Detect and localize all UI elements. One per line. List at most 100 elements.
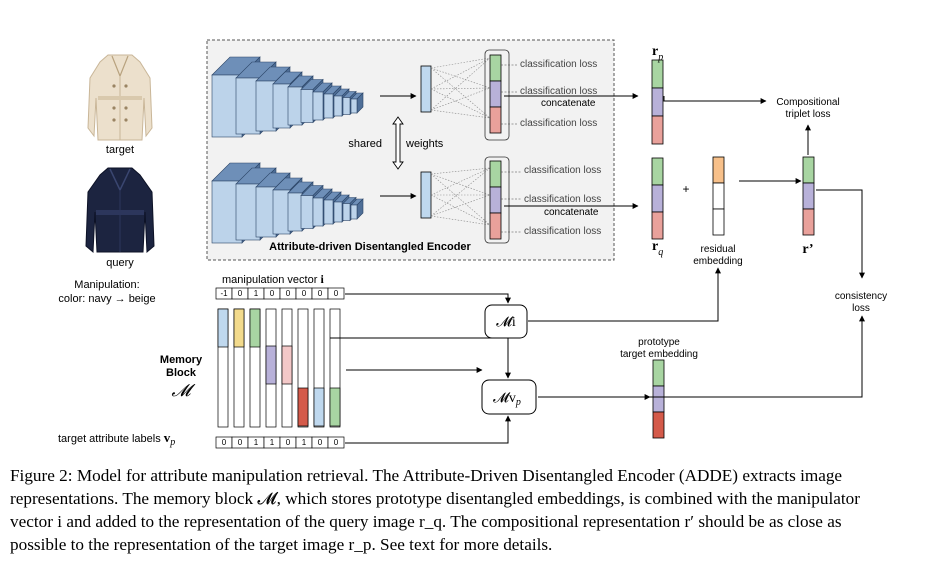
cnn-bottom-network xyxy=(211,162,364,244)
encoder-embedding-top-segment xyxy=(489,106,502,134)
manipulation-vector-value: 1 xyxy=(254,289,259,298)
manipulation-vector-value: -1 xyxy=(220,289,228,298)
encoder-embedding-top-segment xyxy=(489,80,502,108)
fc-connection-line xyxy=(430,109,491,119)
target-attribute-vector-value: 1 xyxy=(302,438,307,447)
target-attribute-vector-value: 0 xyxy=(238,438,243,447)
memory-prototype-cell xyxy=(233,308,245,348)
memory-block-symbol: 𝓜 xyxy=(171,381,195,400)
manipulation-title: Manipulation: xyxy=(74,279,139,291)
encoder-embedding-bottom-segment xyxy=(489,160,502,188)
feature-vector-bottom xyxy=(420,171,432,219)
cnn-layer-front-face xyxy=(312,197,324,227)
cnn-layer-front-face xyxy=(323,199,334,225)
memory-prototype-cell xyxy=(265,345,277,385)
manipulation-vector-value: 0 xyxy=(270,289,275,298)
memory-block-title-2: Block xyxy=(166,367,197,379)
target-attribute-vector-value: 0 xyxy=(318,438,323,447)
residual-segment xyxy=(712,156,725,184)
rq-label: rq xyxy=(652,239,663,258)
target-attribute-vector-cell xyxy=(327,436,345,449)
rp-segment xyxy=(651,87,664,117)
fc-connection-line xyxy=(430,67,491,89)
encoder-embedding-bottom-segment xyxy=(489,186,502,214)
cnn-top-network xyxy=(211,56,364,138)
memory-prototype-cell xyxy=(217,308,229,348)
target-attribute-vector-value: 0 xyxy=(334,438,339,447)
residual-embedding xyxy=(712,156,725,236)
mvp-operation-label: 𝓜vp xyxy=(493,391,521,408)
classification-loss-label: classification loss xyxy=(524,194,601,205)
manipulation-vector-value: 0 xyxy=(286,289,291,298)
rp-label: rp xyxy=(652,44,663,63)
mvp-operation-box xyxy=(481,379,537,415)
fc-connection-line xyxy=(430,67,491,119)
consistency-loss-label-2: loss xyxy=(852,303,870,314)
memory-prototype-cell xyxy=(297,387,309,427)
prototype-label-2: target embedding xyxy=(620,349,698,360)
target-attribute-labels-text: target attribute labels vp xyxy=(58,430,175,448)
caption-line-3: vector i and added to the representation… xyxy=(10,512,842,531)
target-attribute-vector-value: 1 xyxy=(254,438,259,447)
cnn-layer-front-face xyxy=(350,98,358,114)
prototype-segment xyxy=(652,359,665,387)
manipulation-vector-value: 0 xyxy=(238,289,243,298)
cnn-layer-front-face xyxy=(342,203,351,221)
plus-sign: + xyxy=(682,182,689,196)
cnn-layer-front-face xyxy=(300,195,314,229)
group-box-bottom xyxy=(484,156,510,244)
manipulation-vector-value: 0 xyxy=(318,289,323,298)
encoder-embedding-bottom-segment xyxy=(489,212,502,240)
consistency-loss-label-1: consistency xyxy=(835,291,887,302)
classification-loss-label: classification loss xyxy=(520,59,597,70)
fc-connection-line xyxy=(430,173,491,196)
cnn-layer-front-face xyxy=(300,89,314,123)
classification-loss-label: classification loss xyxy=(520,86,597,97)
r-prime-segment xyxy=(802,156,815,184)
shared-label: shared xyxy=(348,138,382,150)
disentangled-embedding-top xyxy=(489,54,502,134)
concatenate-bottom-label: concatenate xyxy=(544,207,599,218)
fc-connection-line xyxy=(430,57,491,90)
cnn-layer-front-face xyxy=(333,95,343,117)
classification-loss-label: classification loss xyxy=(524,165,601,176)
cnn-layer-front-face xyxy=(350,204,358,220)
memory-column xyxy=(313,308,325,428)
model-diagram: target query Manipulation: color: navy →… xyxy=(58,39,887,449)
rq-segment xyxy=(651,184,664,213)
cnn-layer-front-face xyxy=(272,189,291,235)
classification-loss-labels: classification loss classification loss cl… xyxy=(501,59,601,237)
encoder-title: Attribute-driven Disentangled Encoder xyxy=(269,241,471,253)
rq-embedding xyxy=(651,157,664,240)
rp-embedding xyxy=(651,59,664,145)
caption-line-1: Figure 2: Model for attribute manipulati… xyxy=(10,466,843,485)
cnn-layer-front-face xyxy=(342,97,351,115)
residual-segment xyxy=(712,182,725,210)
cnn-layer-front-face xyxy=(333,201,343,223)
residual-label-2: embedding xyxy=(693,256,742,267)
shared-weights-icon xyxy=(392,116,404,170)
manipulation-vector: -1 0 1 0 0 0 0 0 xyxy=(215,287,345,300)
cnn-layer-front-face xyxy=(272,83,291,129)
r-prime-segment xyxy=(802,208,815,236)
manipulation-text: color: navy → beige xyxy=(58,293,155,305)
mi-operation-label: 𝓜i xyxy=(496,315,516,330)
compositional-loss-label-1: Compositional xyxy=(776,97,839,108)
manipulation-vector-value: 0 xyxy=(334,289,339,298)
prototype-segment xyxy=(652,411,665,439)
manipulation-vector-value: 0 xyxy=(302,289,307,298)
prototype-segment xyxy=(652,385,665,413)
caption-line-2: representations. The memory block 𝓜, whi… xyxy=(10,489,860,508)
target-coat-image xyxy=(87,54,153,141)
memory-prototype-cell xyxy=(281,345,293,385)
rp-segment xyxy=(651,115,664,145)
memory-column xyxy=(297,308,309,428)
cnn-layer-front-face xyxy=(287,192,303,232)
query-label: query xyxy=(106,257,134,269)
r-prime-label: r’ xyxy=(802,242,813,257)
fc-connection-line xyxy=(430,173,491,226)
manipulation-vector-cell xyxy=(327,287,345,300)
memory-prototype-cell xyxy=(313,387,325,427)
fc-connection-line xyxy=(430,194,491,217)
